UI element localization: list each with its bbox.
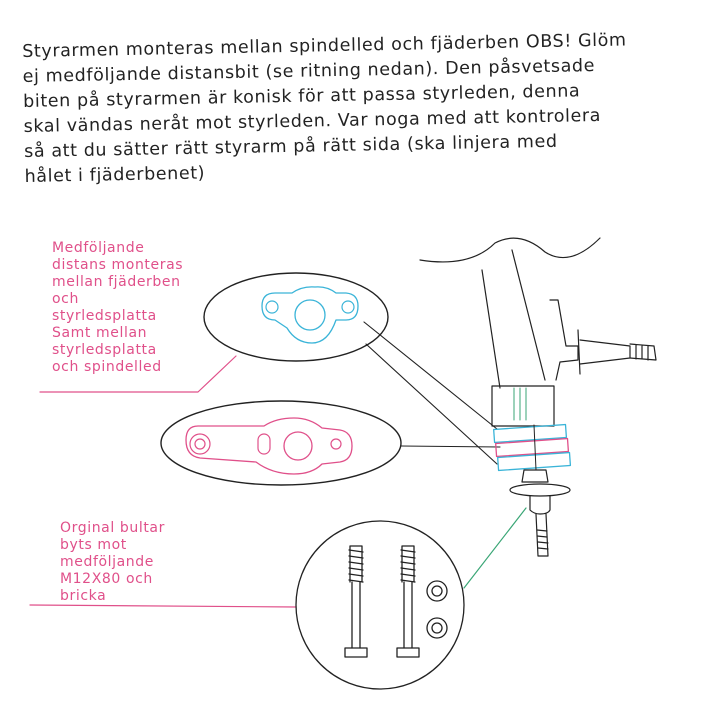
weld-line <box>513 387 527 421</box>
arm-leader <box>400 445 501 448</box>
washer-bottom-inner <box>431 622 443 634</box>
ball-joint <box>509 469 571 557</box>
strut-body-right <box>511 249 546 381</box>
strut-top-curve <box>419 237 601 263</box>
spacer-plate-bottom <box>497 451 572 472</box>
ball-joint-flange <box>509 483 571 497</box>
spacer-note-line: Medföljande <box>52 240 145 256</box>
strut-assembly <box>419 237 657 427</box>
spacer-hole-center <box>294 299 326 331</box>
steering-arm-plate <box>185 417 353 475</box>
bolt-left-thread <box>348 545 364 583</box>
spacer-leader-b <box>365 343 498 465</box>
washer-top-outer <box>426 580 448 602</box>
bolt-note-line: M12X80 och <box>60 571 153 587</box>
spacer-note-line: mellan fjäderben <box>52 274 181 290</box>
steering-arm-detail-frame <box>160 400 402 486</box>
spacer-note-leader <box>39 355 237 393</box>
strut-lower-block <box>491 385 555 427</box>
bolt-right <box>396 545 420 658</box>
ball-joint-shaft <box>535 513 549 557</box>
spacer-hole-right <box>341 300 355 314</box>
hub-stub <box>577 329 631 375</box>
strut-welds <box>513 387 527 421</box>
ball-joint-neck <box>529 495 551 515</box>
bolt-right-shank <box>403 581 413 649</box>
knuckle-plate <box>549 299 579 381</box>
spacer-leader-a <box>363 321 498 430</box>
strut-body-left <box>481 269 501 389</box>
washer-bottom-outer <box>426 617 448 639</box>
bolt-note-line: byts mot <box>60 537 127 553</box>
arm-slot <box>257 433 271 455</box>
arm-hole-outer <box>189 433 211 455</box>
spacer-hole-left <box>265 300 279 314</box>
spacer-note-line: distans monteras <box>52 257 184 273</box>
bolt-detail <box>295 520 465 690</box>
spacer-note-line: och <box>52 291 79 307</box>
stub-thread <box>629 343 657 361</box>
bolt-leader <box>463 507 527 589</box>
bolt-note-line: Orginal bultar <box>60 520 165 536</box>
spacer-note-line: styrledsplatta <box>52 342 157 358</box>
spacer-plate <box>261 286 359 344</box>
steering-arm-detail <box>160 400 402 486</box>
bolt-left <box>344 545 368 658</box>
spacer-detail <box>203 272 389 362</box>
spacer-note: Medföljande distans monteras mellan fjäd… <box>52 240 183 376</box>
bolt-left-shank <box>351 581 361 649</box>
bolt-note: Orginal bultar byts mot medföljande M12X… <box>60 520 165 605</box>
bolt-note-leader <box>29 604 297 608</box>
arm-hole-inner <box>194 438 206 450</box>
spacer-note-line: Samt mellan <box>52 325 148 341</box>
plate-center-line <box>533 424 537 471</box>
spacer-detail-frame <box>203 272 389 362</box>
washer-top-inner <box>431 585 443 597</box>
spacer-note-line: och spindelled <box>52 359 162 375</box>
bolt-right-head <box>396 647 420 658</box>
bolt-right-thread <box>400 545 416 583</box>
bolt-note-line: bricka <box>60 588 107 604</box>
spacer-plate-top <box>493 423 568 444</box>
ball-joint-thread <box>536 529 549 550</box>
bolt-detail-frame <box>295 520 465 690</box>
arm-hole-right <box>330 438 342 450</box>
spacer-note-line: styrledsplatta <box>52 308 157 324</box>
arm-hole-center <box>283 431 313 461</box>
steering-arm-plate-mid <box>495 437 570 458</box>
ball-joint-body <box>521 469 549 483</box>
bolt-left-head <box>344 647 368 658</box>
bolt-note-line: medföljande <box>60 554 154 570</box>
